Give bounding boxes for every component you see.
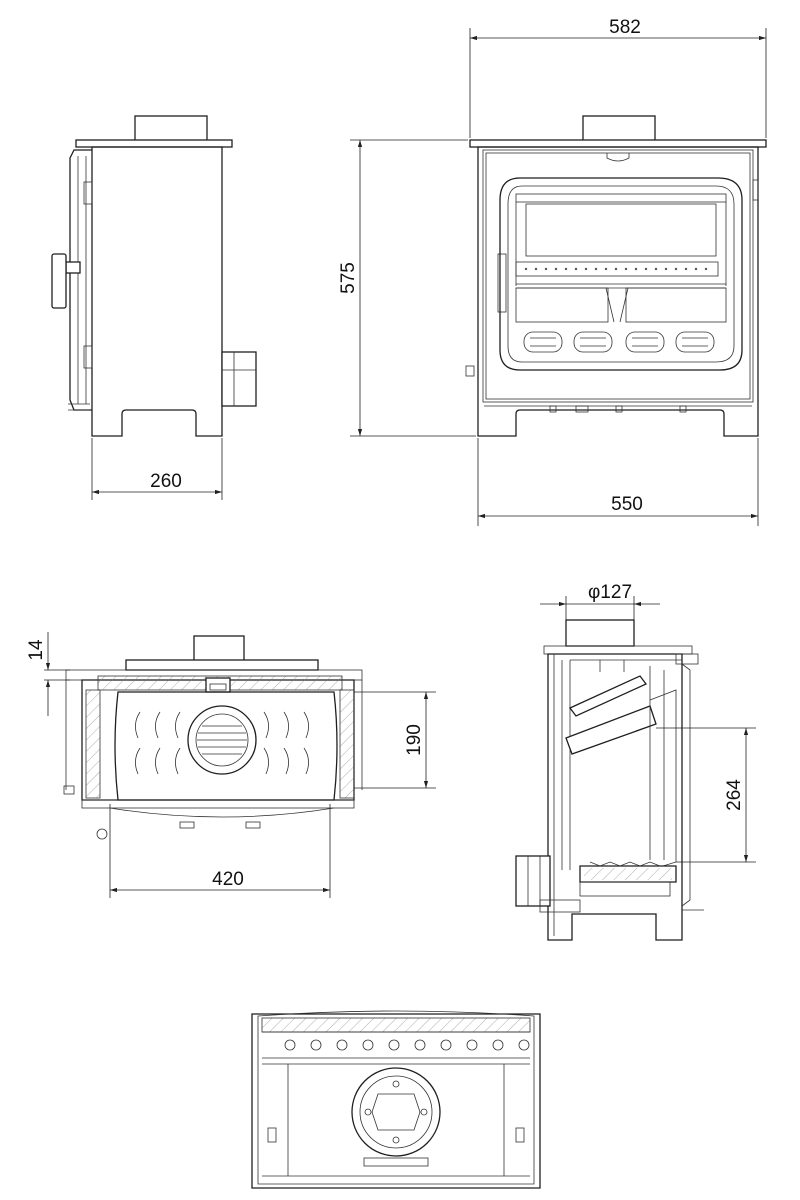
air-vent-slots <box>523 331 715 353</box>
side-air-inlet <box>221 351 257 407</box>
side-view: 260 <box>51 115 257 500</box>
dim-label-overall-width: 582 <box>609 17 641 38</box>
dim-label-depth: 260 <box>150 471 182 492</box>
dim-label-flue: φ127 <box>588 582 632 603</box>
section-lower-baffle <box>565 705 657 755</box>
section-air-inlet <box>515 855 551 907</box>
section-grate <box>579 861 677 897</box>
plan-insulation-right <box>339 689 355 799</box>
dim-label-body-width: 550 <box>611 494 643 515</box>
section-view: φ127 264 <box>515 582 756 941</box>
top-grip-icon <box>606 153 630 162</box>
section-body <box>547 653 683 941</box>
bottom-outer-shell <box>251 1013 541 1189</box>
plan-flue-grille-icon <box>187 705 257 775</box>
rivet-strip <box>515 261 719 277</box>
section-upper-baffle <box>568 675 648 717</box>
front-window-frame <box>499 177 743 371</box>
plan-knob-icon <box>96 828 108 840</box>
side-top-plate <box>75 139 233 148</box>
plan-firebox <box>114 691 338 801</box>
bottom-view <box>251 1010 541 1189</box>
side-flue-collar <box>134 115 208 143</box>
plan-insulation-left <box>85 689 101 799</box>
plan-view: 14 190 420 <box>26 632 436 898</box>
dim-label-plan-width: 420 <box>212 869 244 890</box>
side-body <box>91 146 223 437</box>
door-handle-icon <box>51 253 81 309</box>
bottom-rivet-row <box>284 1039 530 1051</box>
dim-label-plan-depth: 190 <box>404 724 425 756</box>
front-body <box>477 146 759 437</box>
dim-label-height: 575 <box>338 262 359 294</box>
front-flue-collar <box>582 115 656 143</box>
front-view: 582 575 550 <box>338 17 767 526</box>
side-door-profile <box>69 149 92 411</box>
plan-vent-slots <box>135 711 309 775</box>
dim-label-gap: 14 <box>26 639 47 661</box>
front-top-plate <box>469 139 767 148</box>
dim-label-section-height: 264 <box>724 779 745 811</box>
bottom-flue-outlet-icon <box>351 1067 441 1157</box>
